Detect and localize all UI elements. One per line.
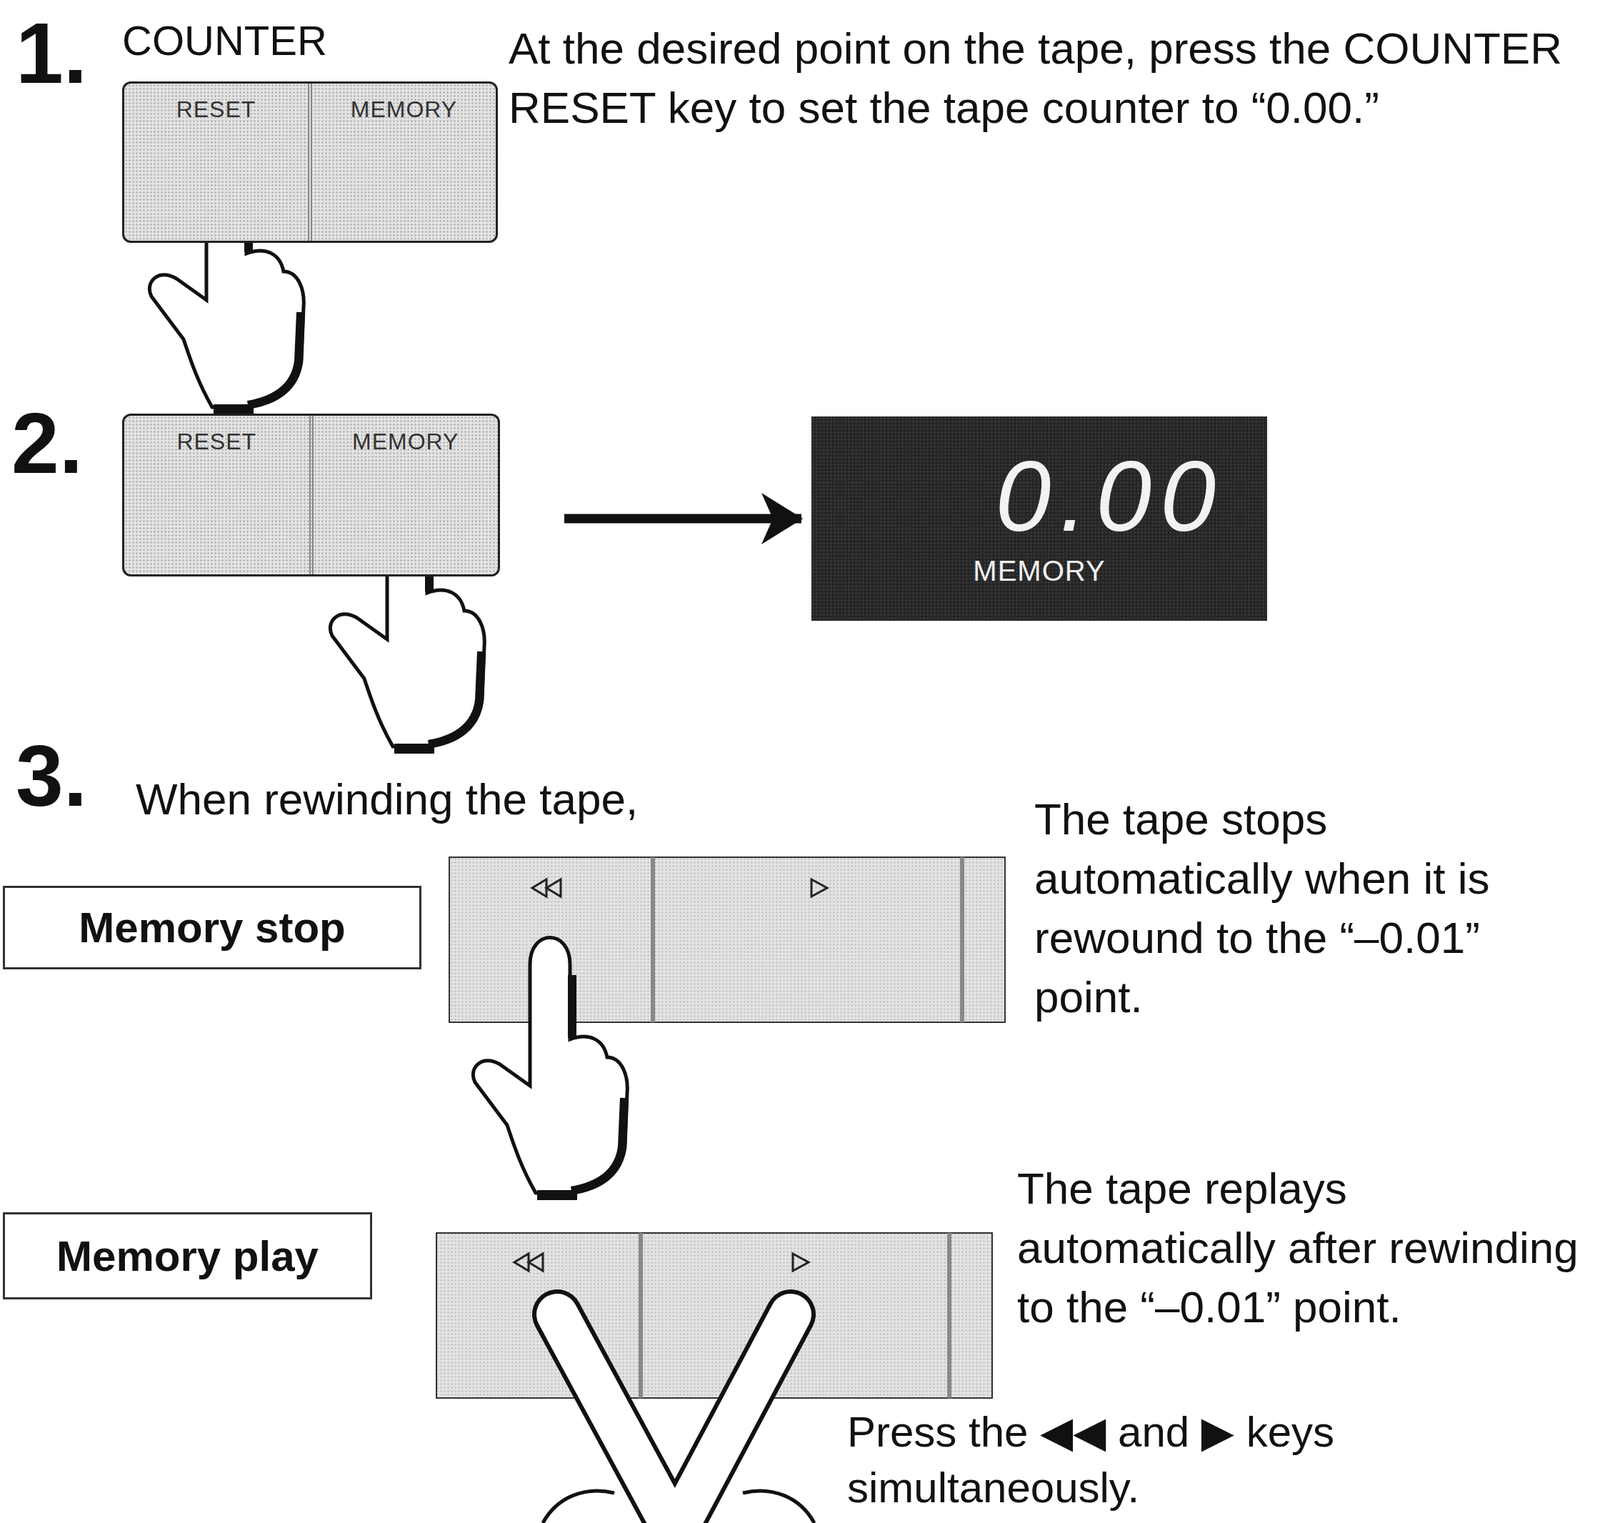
key-label: MEMORY [307,83,496,241]
instruction-text: Press the ◀◀ and ▶ keys simultaneously. [847,1404,1590,1516]
mode-label: Memory stop [78,902,345,953]
key-panel [436,1232,993,1398]
hand [472,937,628,1196]
step-number: 2. [11,400,83,486]
description-text: The tape stops automatically when it is … [1034,789,1592,1027]
mode-label: Memory play [56,1231,319,1281]
key-label: RESET [124,83,308,241]
counter-keys: COUNTERRESETMEMORY [122,20,498,243]
mode-label-box: Memory play [2,1212,373,1300]
label-frame: Memory play [2,1212,373,1300]
mode-label-box: Memory stop [2,885,422,970]
key-label: RESET [124,415,310,575]
label-frame: Memory stop [2,885,422,970]
instruction-text: At the desired point on the tape, press … [508,18,1595,138]
indicator-label: MEMORY [811,546,1268,585]
counter-display: 0.00MEMORY [811,416,1268,621]
counter-keys: RESETMEMORY [122,413,500,577]
key-panel: RESETMEMORY [122,81,498,243]
counter-readout: 0.00 [811,416,1268,547]
step-number: 1. [15,10,88,96]
key-panel: RESETMEMORY [122,413,500,577]
hand [542,1314,815,1523]
step-number: 3. [15,732,88,819]
flow-arrow [564,514,802,524]
display-screen: 0.00MEMORY [811,416,1268,621]
instruction-text: When rewinding the tape, [135,769,638,829]
description-text: The tape replays automatically after rew… [1017,1158,1589,1337]
key-label: MEMORY [309,415,499,575]
group-heading: COUNTER [122,20,498,82]
